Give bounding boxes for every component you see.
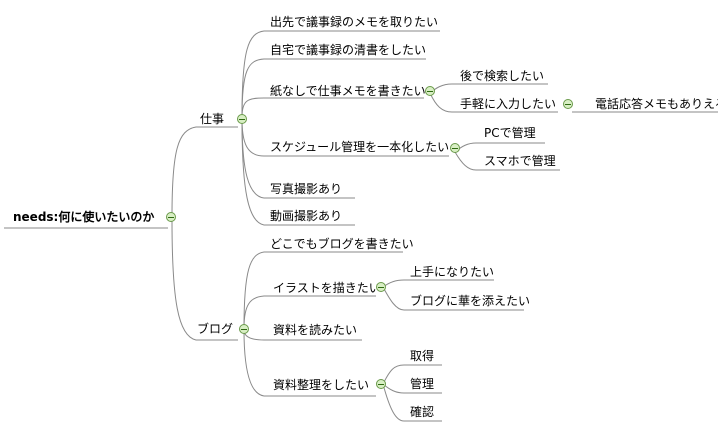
- node-acquire[interactable]: 取得: [410, 349, 435, 363]
- node-organize[interactable]: 資料整理をしたい: [273, 378, 370, 392]
- connector-work-video: [241, 119, 355, 226]
- connector-root-work: [171, 126, 238, 217]
- node-manage[interactable]: 管理: [410, 377, 435, 391]
- collapse-icon[interactable]: [376, 282, 386, 292]
- node-video[interactable]: 動画撮影あり: [270, 209, 343, 223]
- connector-work-minutes-home: [241, 58, 426, 118]
- node-photo[interactable]: 写真撮影あり: [270, 182, 343, 196]
- connector-blog-organize: [243, 329, 376, 397]
- collapse-icon[interactable]: [450, 143, 460, 153]
- connector-illust-improve: [382, 279, 494, 288]
- root-node[interactable]: needs:何に使いたいのか: [13, 210, 155, 224]
- connector-schedule-phone: [454, 151, 560, 171]
- connector-organize-acquire: [382, 364, 442, 385]
- connector-paperless-easy: [429, 92, 558, 113]
- collapse-icon[interactable]: [425, 86, 435, 96]
- connector-schedule-pc: [454, 142, 545, 153]
- node-phone[interactable]: スマホで管理: [484, 154, 556, 168]
- collapse-icon[interactable]: [376, 379, 386, 389]
- node-read[interactable]: 資料を読みたい: [273, 323, 358, 337]
- node-confirm[interactable]: 確認: [410, 405, 435, 419]
- connector-blog-illust: [243, 295, 376, 329]
- node-minutes-out[interactable]: 出先で議事録のメモを取りたい: [270, 15, 439, 29]
- node-illust[interactable]: イラストを描きたい: [273, 281, 381, 295]
- connector-root-blog: [171, 219, 238, 341]
- connector-paperless-search: [429, 83, 548, 94]
- connector-blog-anywhere: [243, 251, 403, 329]
- collapse-icon[interactable]: [563, 99, 573, 109]
- connector-illust-decorate: [382, 286, 524, 311]
- node-pc[interactable]: PCで管理: [484, 126, 536, 140]
- node-improve[interactable]: 上手になりたい: [410, 265, 495, 279]
- connector-work-paperless: [241, 97, 424, 118]
- node-blog-anywhere[interactable]: どこでもブログを書きたい: [270, 237, 414, 251]
- branch-work[interactable]: 仕事: [200, 112, 225, 126]
- collapse-icon[interactable]: [239, 324, 249, 334]
- node-minutes-home[interactable]: 自宅で議事録の清書をしたい: [270, 43, 427, 57]
- node-search-later[interactable]: 後で検索したい: [460, 69, 545, 83]
- node-decorate[interactable]: ブログに華を添えたい: [410, 294, 531, 308]
- node-phone-memo[interactable]: 電話応答メモもありえる: [595, 97, 718, 111]
- node-easy-input[interactable]: 手軽に入力したい: [460, 97, 557, 111]
- branch-blog[interactable]: ブログ: [197, 322, 234, 336]
- node-schedule[interactable]: スケジュール管理を一本化したい: [270, 140, 450, 154]
- collapse-icon[interactable]: [166, 212, 176, 222]
- connector-organize-confirm: [382, 383, 442, 422]
- node-paperless[interactable]: 紙なしで仕事メモを書きたい: [270, 84, 426, 98]
- collapse-icon[interactable]: [237, 114, 247, 124]
